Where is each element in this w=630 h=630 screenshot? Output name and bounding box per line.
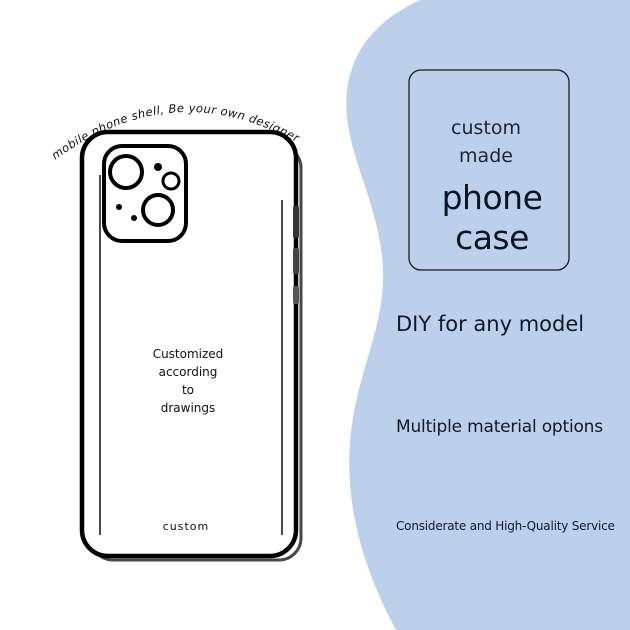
feature-item-2: Multiple material options: [396, 417, 603, 437]
camera-flash: [161, 171, 181, 191]
center-note-line: according: [158, 365, 218, 379]
blue-panel: [346, 0, 630, 630]
camera-lens-top: [108, 154, 144, 190]
feature-item-1: DIY for any model: [396, 312, 585, 336]
brand-mark: custom: [162, 520, 210, 533]
camera-mic-dot: [116, 204, 122, 210]
box-title-line-2: made: [459, 145, 513, 167]
camera-lens-bottom: [141, 193, 175, 227]
box-title-main: phone case: [441, 178, 543, 257]
camera-sensor: [154, 163, 162, 171]
center-note: Customized according to drawings: [140, 345, 236, 417]
side-button-middle: [293, 248, 299, 274]
center-note-line: Customized: [152, 347, 224, 361]
camera-mic-dot: [131, 215, 137, 221]
feature-item-3: Considerate and High-Quality Service: [396, 519, 615, 533]
box-title-line-1: custom: [451, 117, 521, 139]
center-note-line: drawings: [160, 401, 216, 415]
center-note-line: to: [181, 383, 195, 397]
side-button-upper: [293, 206, 299, 238]
camera-module: [102, 144, 188, 243]
side-button-lower: [293, 286, 299, 304]
feature-box: [408, 69, 570, 271]
